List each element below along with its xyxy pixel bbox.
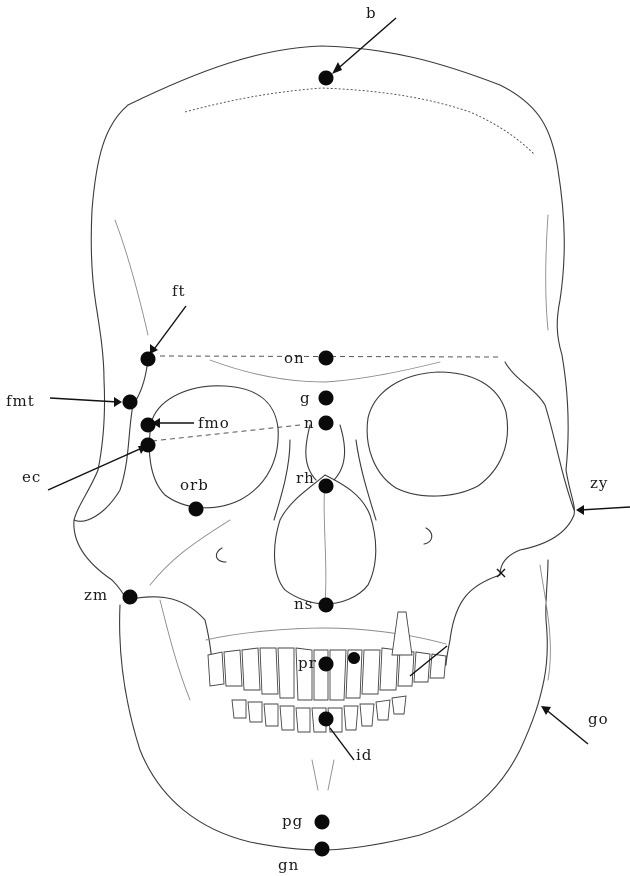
label-pg: pg — [282, 812, 303, 830]
label-go: go — [588, 710, 609, 728]
label-ns: ns — [294, 595, 313, 613]
label-fmt: fmt — [6, 392, 35, 410]
landmark-dot-orb — [189, 502, 204, 517]
label-id: id — [356, 746, 372, 764]
landmark-dots — [123, 71, 361, 857]
landmark-dot-on — [319, 351, 334, 366]
arrows — [48, 18, 630, 760]
label-g: g — [300, 389, 311, 407]
ramus-right — [540, 565, 550, 680]
landmark-dot-pr — [319, 657, 334, 672]
cranial-outline — [128, 46, 574, 515]
right-temporal-line — [505, 362, 574, 510]
landmark-dot-zm — [123, 590, 138, 605]
landmark-dot-ec — [141, 438, 156, 453]
landmark-dot-ns — [319, 598, 334, 613]
landmark-dot-rh — [319, 479, 334, 494]
landmark-dot-fmt — [123, 395, 138, 410]
coronal-suture — [185, 88, 535, 155]
label-on: on — [284, 349, 305, 367]
upper-teeth — [208, 648, 446, 700]
landmark-dot-ft — [141, 352, 156, 367]
landmark-dot-gn — [315, 842, 330, 857]
label-n: n — [304, 414, 315, 432]
label-rh: rh — [296, 469, 315, 487]
label-zm: zm — [84, 586, 108, 604]
vault-inner-line — [115, 220, 148, 335]
landmark-dot-b — [319, 71, 334, 86]
label-b: b — [366, 4, 377, 22]
left-infraorbital-foramen — [216, 548, 226, 562]
label-zy: zy — [590, 474, 608, 492]
right-orbit — [367, 372, 507, 496]
nasal-septum — [324, 480, 326, 604]
landmark-dot-pg — [315, 815, 330, 830]
chin-lines — [312, 760, 334, 790]
left-malar-upper — [150, 520, 230, 585]
vault-inner-line-right — [546, 215, 548, 330]
label-ec: ec — [22, 468, 41, 486]
landmark-dot-g — [319, 391, 334, 406]
landmark-dot-pr-2 — [348, 652, 360, 664]
label-pr: pr — [298, 654, 317, 672]
landmark-dot-n — [319, 416, 334, 431]
label-ft: ft — [172, 282, 186, 300]
left-malar — [126, 597, 212, 665]
landmark-dot-fmo — [141, 418, 156, 433]
left-orbit — [149, 386, 278, 508]
right-zygomatic-arch — [500, 515, 574, 575]
protruding-tooth — [392, 612, 412, 655]
label-fmo: fmo — [198, 414, 230, 432]
landmark-dot-id — [319, 712, 334, 727]
lower-teeth — [232, 696, 406, 732]
zy-cross — [497, 569, 505, 577]
label-orb: orb — [180, 476, 209, 494]
right-infraorbital-foramen — [424, 528, 432, 544]
label-gn: gn — [278, 856, 299, 874]
right-malar — [446, 575, 500, 665]
ramus-left — [160, 600, 190, 700]
